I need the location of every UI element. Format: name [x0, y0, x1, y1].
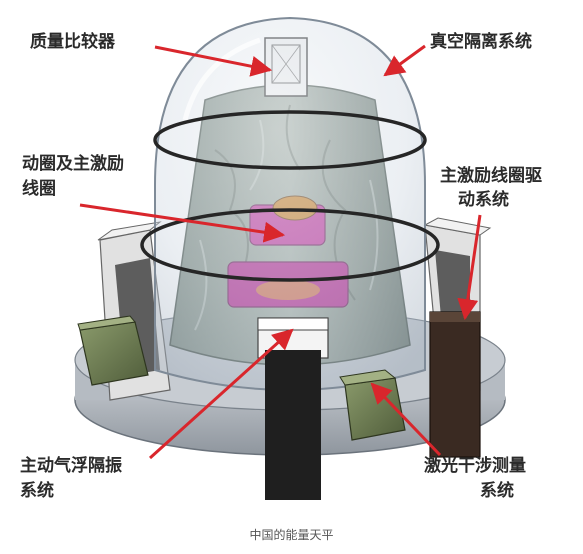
figure-caption: 中国的能量天平 [249, 528, 334, 542]
label-drive-line1: 主激励线圈驱 [440, 166, 542, 186]
label-laser-line2: 系统 [480, 481, 514, 501]
arrow-mass-comparator [154, 45, 273, 77]
front-column [257, 317, 329, 500]
air-float-box [77, 315, 149, 386]
arrow-air-float [148, 328, 294, 460]
arrow-coil [79, 203, 286, 243]
label-laser-line1: 激光干涉测量 [424, 456, 526, 476]
label-air-float-line1: 主动气浮隔振 [20, 456, 122, 476]
label-coil-line2: 线圈 [22, 179, 56, 199]
arrow-drive [457, 214, 482, 321]
label-vacuum-isolation: 真空隔离系统 [430, 32, 532, 52]
arrow-laser [370, 382, 442, 457]
label-drive-line2: 动系统 [458, 190, 509, 210]
label-mass-comparator: 质量比较器 [30, 32, 115, 52]
dome-rings [140, 110, 440, 282]
arrow-vacuum [383, 44, 426, 77]
pointer-arrows [79, 44, 482, 460]
drive-column [429, 311, 481, 458]
label-coil-line1: 动圈及主激励 [22, 154, 124, 174]
label-air-float-line2: 系统 [20, 481, 54, 501]
